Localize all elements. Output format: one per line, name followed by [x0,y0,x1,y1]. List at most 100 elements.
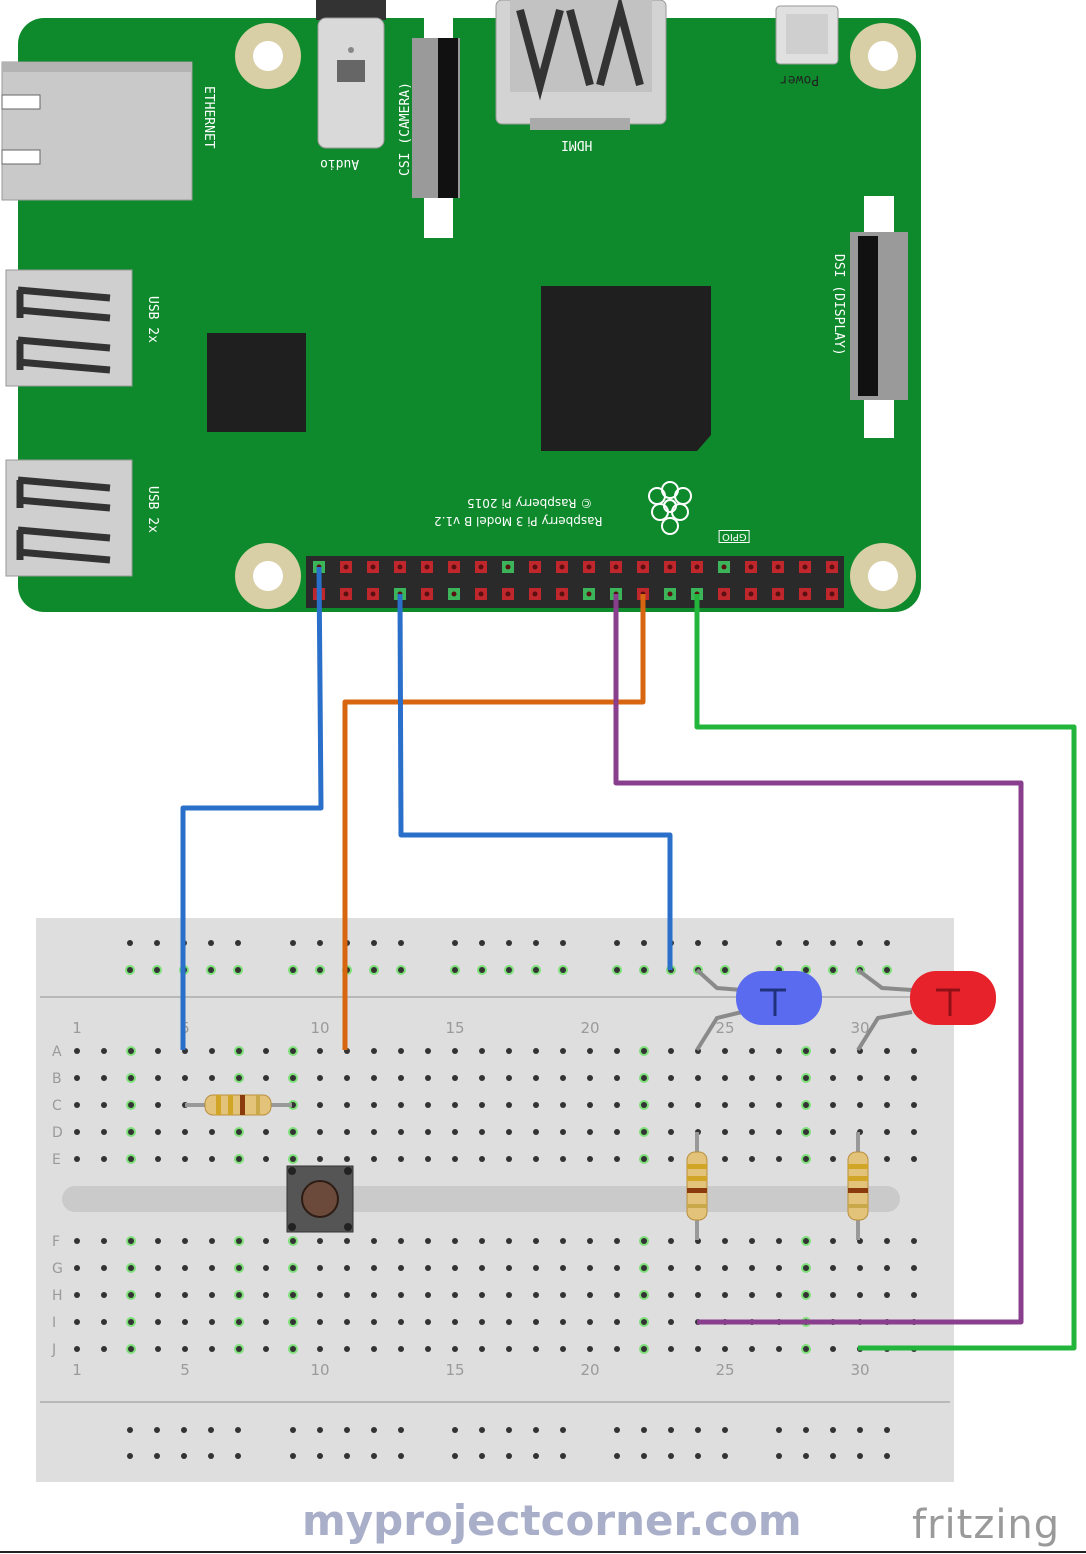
rail-hole [371,1453,377,1459]
breadboard-hole [425,1238,431,1244]
gpio-pin-hole [586,591,592,597]
breadboard-hole [668,1265,674,1271]
processor-chip [541,286,711,451]
column-number-label: 15 [445,1019,464,1037]
rail-hole [506,1427,512,1433]
rail-hole [344,1427,350,1433]
breadboard-hole [776,1292,782,1298]
rail-hole [317,1453,323,1459]
rail-hole [154,1453,160,1459]
gpio-pin-hole [829,564,835,570]
wire-green [694,594,1077,1351]
gpio-pin-hole [613,564,619,570]
rail-hole [776,940,782,946]
breadboard-hole [749,1075,755,1081]
divider [0,1551,1086,1553]
breadboard-hole [236,1346,242,1352]
breadboard-hole [749,1102,755,1108]
breadboard-hole [344,1319,350,1325]
breadboard-hole [317,1292,323,1298]
rail-hole [479,1453,485,1459]
gpio-pin-hole [802,564,808,570]
breadboard-hole [155,1129,161,1135]
breadboard-hole [371,1265,377,1271]
breadboard-hole [776,1129,782,1135]
rail-hole [208,1453,214,1459]
breadboard-hole [506,1075,512,1081]
wire-blue [397,593,673,970]
breadboard-hole [668,1102,674,1108]
rail-hole [290,1453,296,1459]
raspberry-pi-board [1,0,921,612]
rail-hole [127,940,133,946]
breadboard-hole [884,1102,890,1108]
breadboard-hole [722,1265,728,1271]
mounting-hole [235,543,301,609]
column-number-label: 30 [850,1019,869,1037]
rail-hole [208,940,214,946]
column-number-label: 10 [310,1019,329,1037]
breadboard-hole [128,1238,134,1244]
breadboard-hole [290,1129,296,1135]
breadboard-hole [560,1156,566,1162]
column-number-label: 15 [445,1361,464,1379]
rail-hole [641,967,647,973]
rail-hole [398,967,404,973]
breadboard-hole [317,1129,323,1135]
breadboard-hole [641,1129,647,1135]
rail-hole [722,1453,728,1459]
breadboard-hole [236,1129,242,1135]
rail-hole [830,967,836,973]
breadboard-hole [263,1075,269,1081]
breadboard-hole [155,1319,161,1325]
breadboard-hole [587,1156,593,1162]
breadboard-hole [587,1048,593,1054]
breadboard-hole [641,1292,647,1298]
rail-hole [533,1427,539,1433]
breadboard-hole [452,1292,458,1298]
breadboard-hole [398,1129,404,1135]
gpio-pin-hole [397,564,403,570]
rail-hole [857,1453,863,1459]
breadboard-hole [452,1129,458,1135]
rail-hole [695,1453,701,1459]
breadboard-hole [371,1292,377,1298]
push-button [286,1165,354,1233]
breadboard-hole [668,1238,674,1244]
breadboard-hole [74,1346,80,1352]
rail-hole [641,1453,647,1459]
breadboard-hole [344,1129,350,1135]
breadboard-hole [533,1102,539,1108]
wire-blue [180,566,324,1050]
rail-hole [479,940,485,946]
breadboard-hole [749,1265,755,1271]
breadboard-hole [317,1156,323,1162]
small-chip [207,333,306,432]
breadboard-hole [317,1319,323,1325]
breadboard-hole [155,1102,161,1108]
breadboard-hole [425,1346,431,1352]
breadboard-hole [749,1238,755,1244]
breadboard-hole [668,1129,674,1135]
breadboard-hole [830,1048,836,1054]
rail-hole [506,1453,512,1459]
breadboard-hole [479,1292,485,1298]
power-label: Power [780,72,820,87]
rail-hole [290,1427,296,1433]
rail-hole [452,940,458,946]
breadboard-hole [128,1156,134,1162]
gpio-pin-hole [748,591,754,597]
ethernet-label: ETHERNET [201,86,216,149]
breadboard-hole [452,1346,458,1352]
breadboard-hole [641,1048,647,1054]
resistor [686,1132,708,1240]
breadboard-hole [290,1238,296,1244]
breadboard-hole [425,1102,431,1108]
breadboard-hole [749,1292,755,1298]
breadboard-hole [911,1292,917,1298]
breadboard-hole [128,1319,134,1325]
breadboard-hole [668,1292,674,1298]
breadboard-hole [101,1265,107,1271]
breadboard-hole [182,1346,188,1352]
